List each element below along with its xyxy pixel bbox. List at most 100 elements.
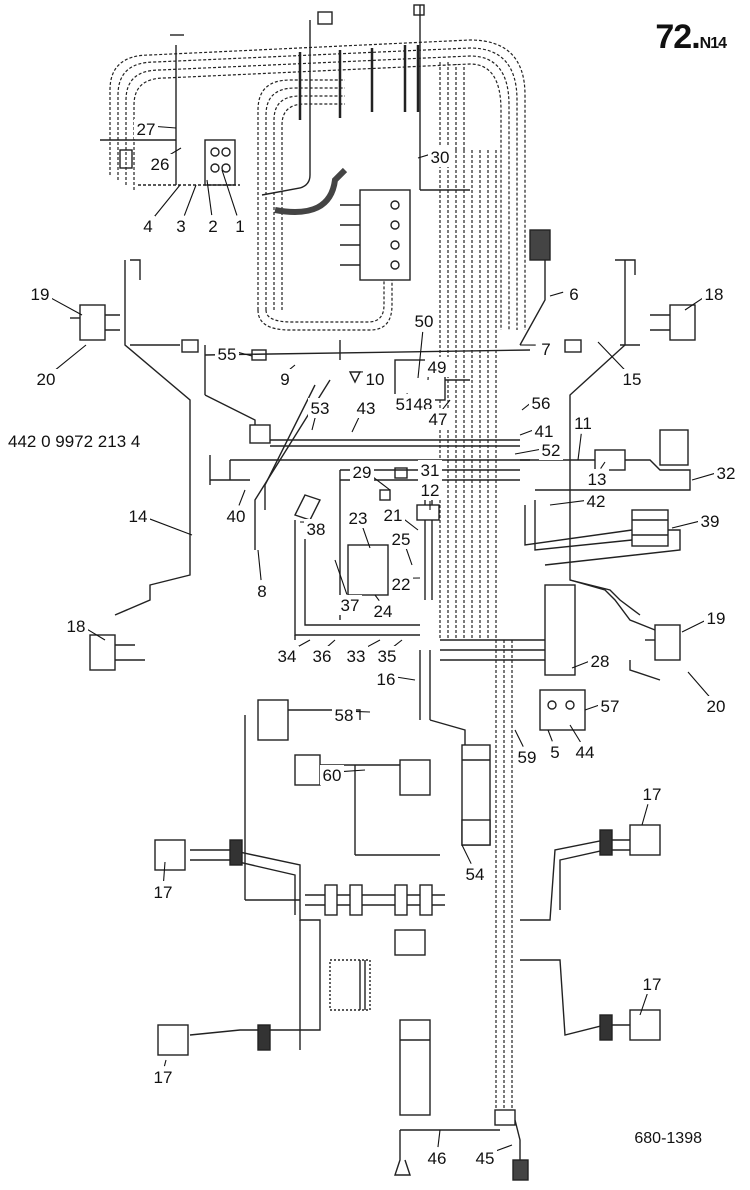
callout-bg-34	[275, 646, 299, 666]
callout-bg-54	[463, 864, 487, 884]
callout-label-8: 8	[257, 582, 266, 601]
callout-14: 14	[126, 506, 193, 536]
lower-harness-right	[520, 824, 661, 1041]
callout-bg-27	[134, 119, 158, 139]
callout-bg-53	[308, 398, 332, 418]
callout-label-44: 44	[576, 743, 595, 762]
valve-row	[305, 884, 445, 1011]
callout-label-9: 9	[280, 370, 289, 389]
callout-leader-50	[417, 331, 424, 379]
callout-18: 18	[684, 284, 726, 311]
callout-leader-57	[584, 704, 600, 711]
callout-bg-8	[255, 581, 269, 601]
callout-bg-17	[640, 974, 664, 994]
callout-label-2: 2	[208, 217, 217, 236]
callout-bg-4	[141, 216, 155, 236]
callout-12: 12	[418, 480, 442, 510]
callout-label-57: 57	[601, 697, 620, 716]
page-number-main: 72.	[655, 18, 700, 56]
callout-leader-27	[156, 125, 177, 129]
callout-leader-60	[342, 769, 366, 773]
callout-leader-59	[514, 729, 524, 747]
callout-28: 28	[571, 651, 612, 671]
callout-label-52: 52	[542, 441, 561, 460]
callout-18: 18	[64, 616, 106, 641]
callout-leader-44	[569, 724, 581, 743]
callout-bg-17	[151, 882, 175, 902]
callout-45: 45	[473, 1144, 513, 1168]
callout-label-5: 5	[550, 743, 559, 762]
callout-54: 54	[461, 844, 487, 884]
callout-label-1: 1	[235, 217, 244, 236]
callout-label-18: 18	[67, 617, 86, 636]
callout-leader-3	[183, 184, 197, 216]
callout-bg-42	[584, 491, 608, 511]
callout-bg-59	[515, 747, 539, 767]
callout-1: 1	[221, 169, 247, 236]
callout-bg-39	[698, 511, 722, 531]
callout-leader-18	[86, 628, 106, 641]
callout-bg-37	[338, 595, 362, 615]
callout-label-16: 16	[377, 670, 396, 689]
callout-label-18: 18	[705, 285, 724, 304]
callout-label-30: 30	[431, 148, 450, 167]
callout-bg-22	[389, 574, 413, 594]
callout-label-14: 14	[129, 507, 148, 526]
callout-bg-60	[320, 765, 344, 785]
connector-39	[524, 500, 681, 566]
callout-bg-19	[704, 608, 728, 628]
callout-leader-55	[237, 351, 253, 357]
callout-41: 41	[519, 421, 556, 441]
callout-leader-42	[549, 499, 586, 506]
callout-56: 56	[521, 393, 553, 413]
main-harness	[109, 39, 526, 1110]
callout-label-6: 6	[569, 285, 578, 304]
callout-32: 32	[691, 463, 738, 483]
callout-label-22: 22	[392, 575, 411, 594]
callout-leader-11	[577, 433, 582, 461]
callout-19: 19	[28, 284, 83, 316]
callout-bg-23	[346, 508, 370, 528]
callout-label-47: 47	[429, 410, 448, 429]
callout-label-32: 32	[717, 464, 736, 483]
callout-bg-6	[567, 284, 581, 304]
callout-label-60: 60	[323, 766, 342, 785]
callout-39: 39	[671, 511, 722, 531]
callout-19: 19	[681, 608, 728, 633]
callout-bg-15	[620, 369, 644, 389]
callout-label-49: 49	[428, 358, 447, 377]
callout-24: 24	[371, 594, 395, 621]
callout-label-17: 17	[154, 883, 173, 902]
callout-33: 33	[344, 639, 381, 666]
callout-40: 40	[224, 489, 248, 526]
callout-29: 29	[350, 462, 391, 491]
callout-bg-56	[529, 393, 553, 413]
callout-21: 21	[381, 505, 419, 531]
callout-label-12: 12	[421, 481, 440, 500]
callout-bg-41	[532, 421, 556, 441]
callout-label-19: 19	[707, 609, 726, 628]
callout-47: 47	[426, 399, 451, 429]
callout-leader-20	[53, 344, 87, 372]
callout-20: 20	[34, 344, 87, 389]
callout-55: 55	[215, 344, 253, 364]
callout-label-23: 23	[349, 509, 368, 528]
callout-leader-53	[311, 417, 316, 431]
callout-16: 16	[374, 669, 416, 689]
callout-37: 37	[334, 559, 362, 615]
callout-bg-26	[148, 154, 172, 174]
callout-label-4: 4	[143, 217, 152, 236]
callout-bg-21	[381, 505, 405, 525]
callout-bg-32	[714, 463, 738, 483]
callout-4: 4	[141, 184, 181, 236]
callout-label-59: 59	[518, 748, 537, 767]
callout-11: 11	[571, 413, 595, 461]
callout-leader-46	[437, 1129, 441, 1148]
lower-center-components	[244, 650, 491, 901]
callout-bg-24	[371, 601, 395, 621]
callout-30: 30	[417, 147, 452, 167]
callout-label-3: 3	[176, 217, 185, 236]
callout-bg-19	[28, 284, 52, 304]
callout-leader-52	[514, 448, 541, 455]
